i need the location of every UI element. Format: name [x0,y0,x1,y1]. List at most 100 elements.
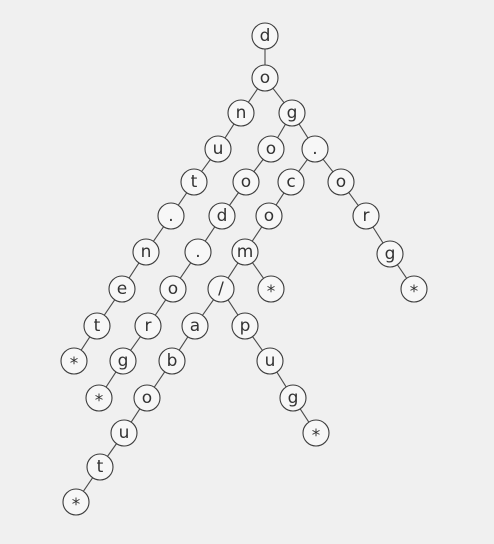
trie-node-circle [204,135,232,163]
trie-node-label: b [167,351,178,371]
trie-node: * [302,419,330,447]
trie-edge-n34-n36 [299,408,310,423]
trie-node-label: o [266,139,276,159]
trie-node-label: g [385,244,396,264]
trie-node-circle [62,488,90,516]
trie-node-label: n [236,103,247,123]
trie-node-circle [256,347,284,375]
trie-node: e [108,275,136,303]
trie-edge-n1-n2 [247,88,259,103]
trie-edge-n1-n3 [272,87,285,104]
trie-node: . [157,202,185,230]
trie-node-circle [277,168,305,196]
trie-node: g [279,384,307,412]
trie-edge-n31-n34 [276,371,287,388]
trie-node-circle [376,240,404,268]
trie-node: p [231,312,259,340]
trie-node-label: d [217,206,228,226]
trie-node-label: o [336,172,346,192]
trie-edge-n3-n5 [277,123,286,139]
trie-node-circle [302,419,330,447]
trie-node: t [83,312,111,340]
trie-node-circle [279,384,307,412]
trie-node-circle [232,168,260,196]
trie-node-label: e [117,279,127,299]
edges-layer [80,49,408,492]
trie-node-label: o [168,279,178,299]
trie-edge-n20-n25 [154,299,167,316]
trie-edge-n17-n22 [252,262,264,279]
trie-node: d [208,202,236,230]
trie-node-label: g [287,103,298,123]
trie-node: c [277,168,305,196]
trie-edge-n13-n17 [251,226,263,242]
trie-node-label: . [312,139,317,159]
trie-node-label: n [141,242,152,262]
trie-node-circle [327,168,355,196]
trie-edge-n27-n31 [252,336,263,351]
trie-node-label: o [241,172,251,192]
trie-node-label: . [168,206,173,226]
trie-node-circle [180,168,208,196]
trie-node-label: p [240,316,251,336]
trie-node-label: t [191,172,198,192]
trie-edge-n6-n10 [322,158,334,173]
trie-node-circle [231,312,259,340]
trie-edge-n16-n20 [179,262,192,279]
trie-node-circle [278,99,306,127]
trie-edge-n35-n37 [107,443,117,457]
trie-node-circle [257,135,285,163]
trie-node: . [184,238,212,266]
trie-edge-n10-n14 [348,192,359,206]
trie-node-circle [251,64,279,92]
trie-node-circle [134,312,162,340]
trie-edge-n19-n24 [103,299,116,316]
trie-edge-n6-n9 [298,159,308,172]
trie-node-circle [157,202,185,230]
trie-node-label: * [410,282,419,302]
trie-node-circle [133,384,161,412]
trie-node-circle [110,419,138,447]
trie-edge-n24-n28 [80,336,91,351]
trie-node-label: r [145,316,152,336]
trie-node: r [134,312,162,340]
trie-edge-n25-n29 [130,336,141,351]
trie-node-label: u [119,423,130,443]
trie-node-label: . [195,242,200,262]
trie-edge-n12-n16 [204,226,216,242]
trie-node: o [133,384,161,412]
trie-node: * [400,275,428,303]
trie-node: t [86,453,114,481]
trie-edge-n8-n12 [229,192,239,206]
trie-node-label: r [363,206,370,226]
trie-edge-n21-n27 [227,299,239,316]
trie-node: g [278,99,306,127]
trie-node-label: c [286,172,295,192]
trie-node-circle [301,135,329,163]
trie-node: r [352,202,380,230]
trie-node: b [158,347,186,375]
trie-node-label: * [312,426,321,446]
trie-node: o [159,275,187,303]
trie-node: t [180,168,208,196]
trie-node-circle [400,275,428,303]
trie-node-label: o [264,206,274,226]
trie-node-label: * [267,282,276,302]
trie-node: . [301,135,329,163]
trie-node-circle [132,238,160,266]
trie-node: u [256,347,284,375]
trie-node-label: o [142,388,152,408]
trie-edge-n15-n19 [128,262,140,279]
trie-node-circle [159,275,187,303]
trie-node: o [251,64,279,92]
trie-node-label: * [70,354,79,374]
trie-node-label: t [94,316,101,336]
trie-node-label: g [118,351,129,371]
trie-node-label: a [190,316,200,336]
trie-node: a [181,312,209,340]
trie-node-circle [109,347,137,375]
trie-node: * [62,488,90,516]
trie-edge-n21-n26 [202,299,214,316]
trie-node-circle [85,384,113,412]
